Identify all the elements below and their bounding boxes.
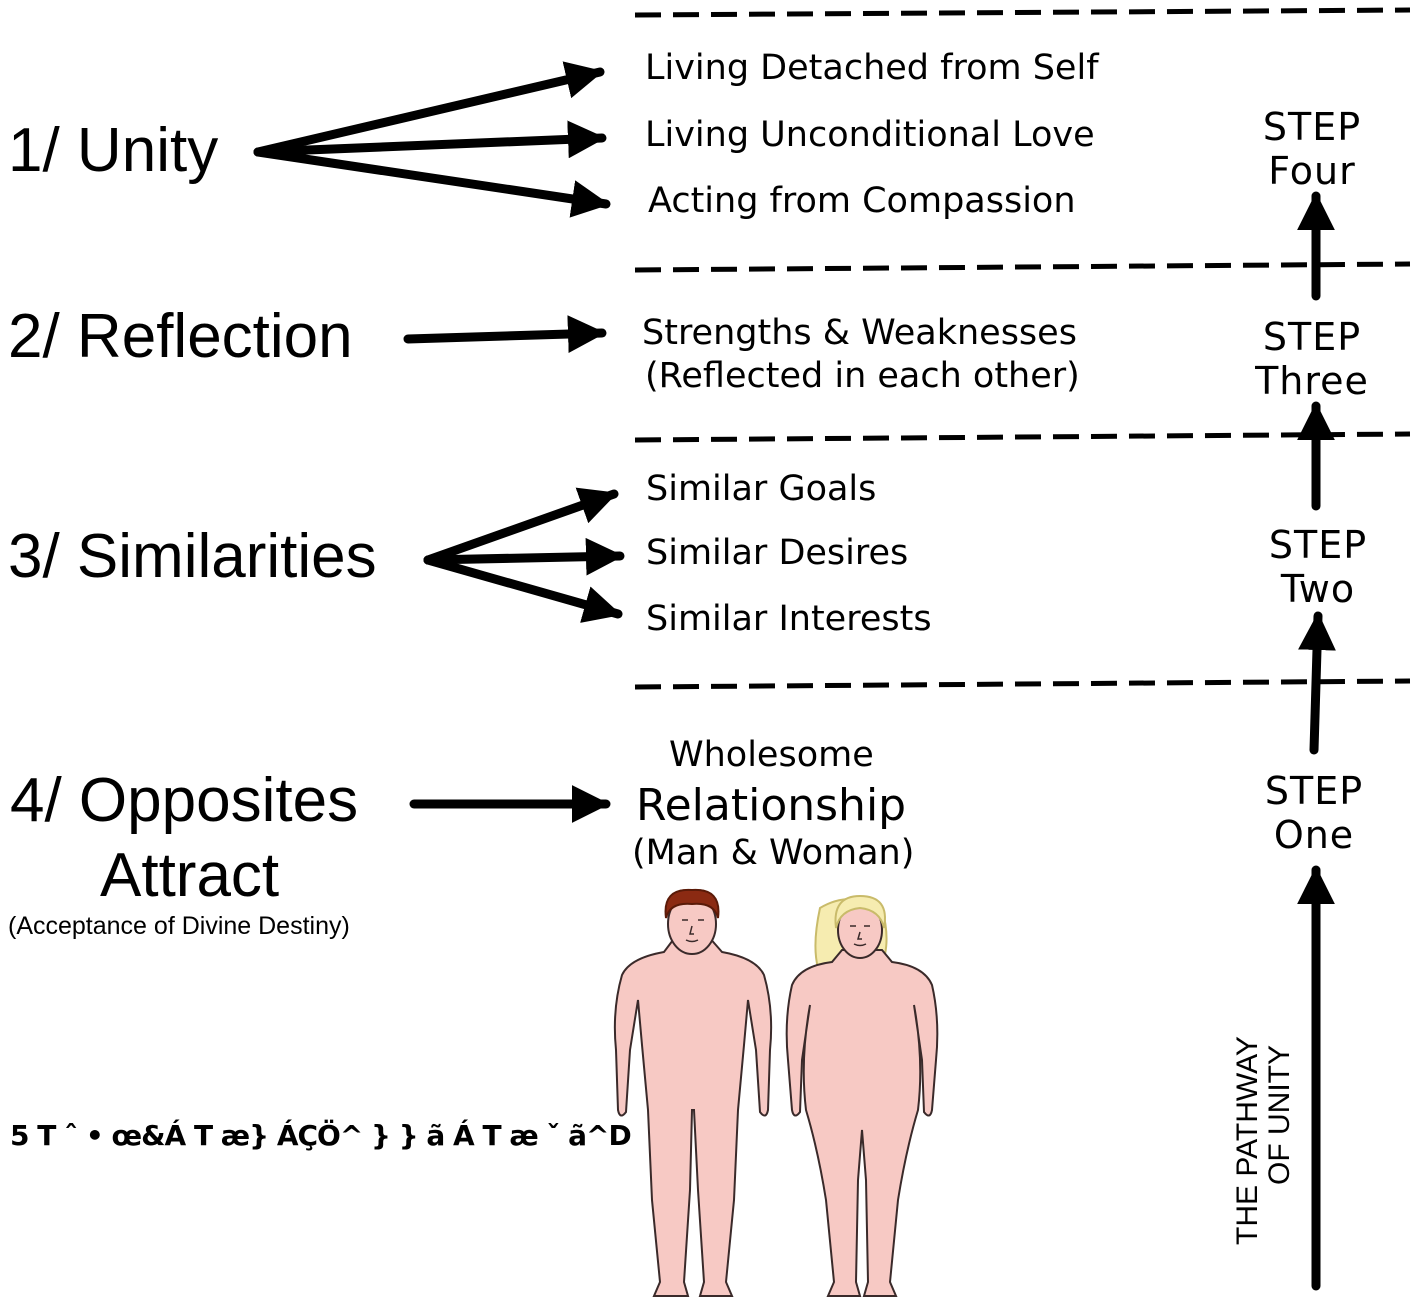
step-word: STEP	[1264, 769, 1364, 813]
step-number: Two	[1280, 566, 1356, 611]
step-word: STEP	[1268, 523, 1368, 567]
separator-line	[634, 7, 1411, 18]
pathway-line-1: THE PATHWAY	[1231, 1036, 1264, 1245]
level-title-attract: Attract	[100, 841, 280, 910]
level-title-similarities: 3/ Similarities	[8, 522, 377, 591]
unity-arrow-1	[253, 61, 605, 157]
separator-line	[634, 261, 1411, 273]
pathway-label: THE PATHWAY OF UNITY	[1231, 1036, 1296, 1245]
step-word: STEP	[1262, 105, 1362, 149]
separator-line	[634, 678, 1411, 690]
similarities-item-3: Similar Interests	[646, 599, 932, 639]
similarities-arrow-3	[423, 555, 623, 623]
result-man-woman: (Man & Woman)	[632, 833, 915, 873]
step-number: One	[1273, 812, 1355, 857]
step-one: STEP One	[1224, 769, 1404, 857]
separator-line	[634, 431, 1411, 443]
reflection-arrow	[403, 315, 607, 353]
unity-item-2: Living Unconditional Love	[645, 115, 1095, 155]
level-title-opposites: 4/ Opposites	[10, 766, 359, 835]
result-wholesome: Wholesome	[669, 735, 874, 775]
pathway-line-2: OF UNITY	[1262, 1045, 1296, 1185]
woman-figure	[785, 894, 939, 1297]
unity-item-1: Living Detached from Self	[645, 48, 1099, 88]
level-subtitle-destiny: (Acceptance of Divine Destiny)	[8, 912, 350, 940]
similarities-arrow-2	[423, 537, 625, 576]
similarities-item-2: Similar Desires	[646, 533, 909, 573]
unity-arrow-2	[253, 120, 607, 159]
step-word: STEP	[1262, 315, 1362, 359]
step-number: Four	[1268, 148, 1356, 193]
man-figure	[613, 888, 773, 1297]
step-arrow-up	[1298, 611, 1336, 755]
reflection-item-2: (Reflected in each other)	[645, 356, 1080, 396]
level-title-unity: 1/ Unity	[8, 116, 219, 185]
step-four: STEP Four	[1222, 105, 1402, 193]
reflection-item-1: Strengths & Weaknesses	[642, 313, 1077, 353]
step-two: STEP Two	[1228, 523, 1408, 611]
level-title-reflection: 2/ Reflection	[8, 302, 353, 371]
garbled-caption: 5 T ˆ • œ&Á T æ} ÁÇÖ^ } } ã Á T æ ˇ ã^D	[10, 1119, 632, 1152]
step-three: STEP Three	[1222, 315, 1402, 403]
unity-item-3: Acting from Compassion	[648, 181, 1076, 221]
similarities-item-1: Similar Goals	[646, 469, 877, 509]
similarities-arrow-1	[423, 487, 619, 565]
result-relationship: Relationship	[636, 780, 907, 831]
unity-arrow-3	[253, 147, 611, 218]
step-number: Three	[1255, 358, 1369, 403]
